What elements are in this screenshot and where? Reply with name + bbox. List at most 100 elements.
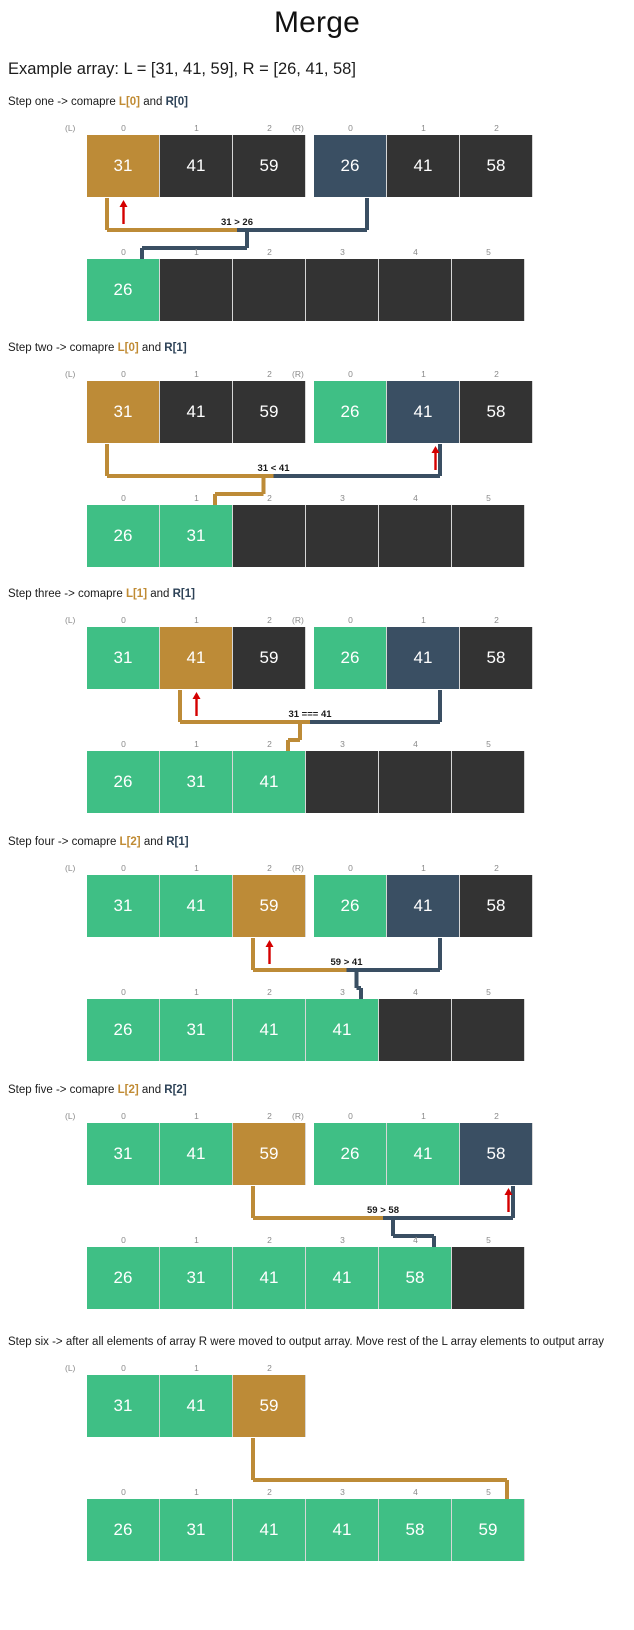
step-two-output-array-value[interactable]: 31 (160, 505, 233, 567)
step-five-right-array-value[interactable]: 26 (314, 1123, 387, 1185)
step-three-right-array-value[interactable]: 58 (460, 627, 533, 689)
step-two-output-array-cell[interactable]: 5 (452, 493, 525, 567)
step-three-output-array-cell[interactable]: 4 (379, 739, 452, 813)
step-five-output-array-value[interactable]: 26 (87, 1247, 160, 1309)
step-four-left-array-value[interactable]: 41 (160, 875, 233, 937)
step-four-right-array-value[interactable]: 58 (460, 875, 533, 937)
step-four-output-array-value[interactable]: 41 (306, 999, 379, 1061)
step-five-left-array-value[interactable]: 59 (233, 1123, 306, 1185)
step-one-output-array-value[interactable] (160, 259, 233, 321)
step-one-output-array-value[interactable] (379, 259, 452, 321)
step-five-output-array-value[interactable]: 31 (160, 1247, 233, 1309)
step-three-right-array-value[interactable]: 26 (314, 627, 387, 689)
step-three-left-array-value[interactable]: 59 (233, 627, 306, 689)
step-three-output-array-value[interactable]: 41 (233, 751, 306, 813)
step-five-output-array-value[interactable] (452, 1247, 525, 1309)
step-two-output-array-value[interactable] (452, 505, 525, 567)
step-one-left-array-value[interactable]: 31 (87, 135, 160, 197)
step-three-output-array-value[interactable] (306, 751, 379, 813)
step-three-right-array-value[interactable]: 41 (387, 627, 460, 689)
step-five-output-array-value[interactable]: 58 (379, 1247, 452, 1309)
step-four-output-array-value[interactable]: 41 (233, 999, 306, 1061)
step-one-output-array-value[interactable] (306, 259, 379, 321)
step-five-right-array-value[interactable]: 41 (387, 1123, 460, 1185)
step-three-output-array-value[interactable]: 26 (87, 751, 160, 813)
step-three-output-array-cell[interactable]: 3 (306, 739, 379, 813)
step-six-left-array-value[interactable]: 31 (87, 1375, 160, 1437)
step-four-right-array-value[interactable]: 26 (314, 875, 387, 937)
step-three-output-array-value[interactable]: 31 (160, 751, 233, 813)
step-two-output-array-cell[interactable]: 3 (306, 493, 379, 567)
step-one-output-array-cell[interactable]: 5 (452, 247, 525, 321)
step-one-output-array-value[interactable]: 26 (87, 259, 160, 321)
step-six-left-array-value[interactable]: 59 (233, 1375, 306, 1437)
step-two-output-array-cell[interactable]: 4 (379, 493, 452, 567)
step-three-output-array-value[interactable] (452, 751, 525, 813)
step-five-right-array-value[interactable]: 58 (460, 1123, 533, 1185)
step-five-output-array-value[interactable]: 41 (306, 1247, 379, 1309)
step-one-right-array-value[interactable]: 41 (387, 135, 460, 197)
step-three-left-array-value[interactable]: 31 (87, 627, 160, 689)
step-one-left-array-value[interactable]: 41 (160, 135, 233, 197)
step-four-output-array-value[interactable]: 31 (160, 999, 233, 1061)
step-four-output-array-cell[interactable]: 5 (452, 987, 525, 1061)
step-two-right-array-value[interactable]: 58 (460, 381, 533, 443)
step-two-output-array-cell[interactable]: 2 (233, 493, 306, 567)
step-one-output-array-cell[interactable]: 3 (306, 247, 379, 321)
step-six-output-array-value[interactable]: 26 (87, 1499, 160, 1561)
step-two-left-array-value[interactable]: 41 (160, 381, 233, 443)
step-four-output-array-value[interactable] (452, 999, 525, 1061)
step-five-left-array-value[interactable]: 41 (160, 1123, 233, 1185)
step-six-output-array-value[interactable]: 41 (233, 1499, 306, 1561)
step-three-output-array-cell[interactable]: 5 (452, 739, 525, 813)
step-one-output-array-cell[interactable]: 2 (233, 247, 306, 321)
step-four-output-array-value[interactable]: 26 (87, 999, 160, 1061)
step-two-right-array-value[interactable]: 26 (314, 381, 387, 443)
step-five-output-array-cell[interactable]: 5 (452, 1235, 525, 1309)
step-one-output-array-cell[interactable]: 1 (160, 247, 233, 321)
step-three-output-array-value[interactable] (379, 751, 452, 813)
step-two-output-array-value[interactable] (306, 505, 379, 567)
step-three-left-array-value[interactable]: 41 (160, 627, 233, 689)
step-four-output-array-value[interactable] (379, 999, 452, 1061)
step-one-right-array-value[interactable]: 58 (460, 135, 533, 197)
